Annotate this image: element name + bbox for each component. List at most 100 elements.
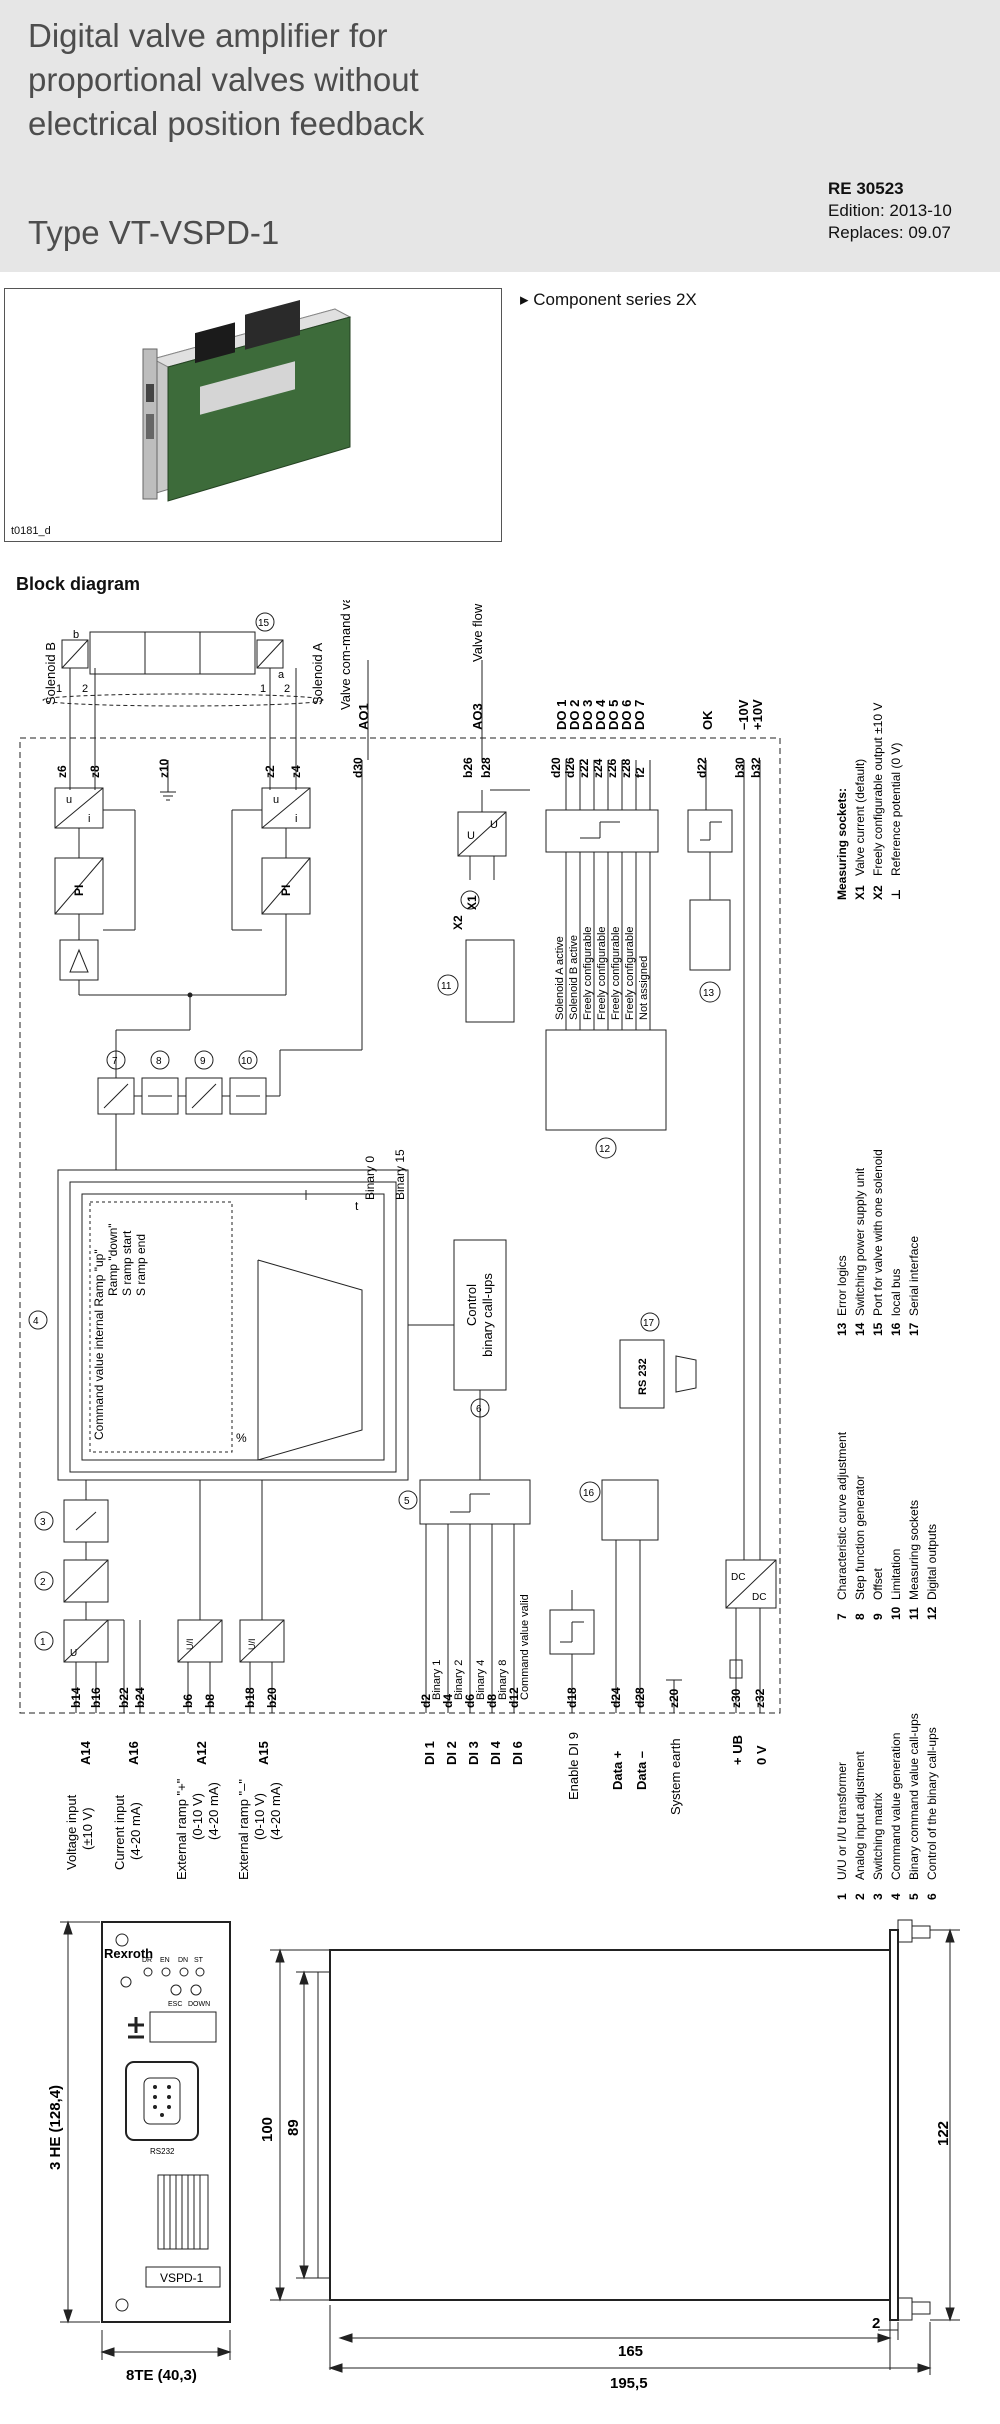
- legend-6: Control of the binary call-ups: [925, 1727, 939, 1880]
- iu-label-2: U/I: [247, 1638, 257, 1650]
- legend-num-1: 1: [835, 1893, 849, 1900]
- pin-z28: z28: [619, 758, 633, 778]
- legend-9: Offset: [871, 1568, 885, 1600]
- legend: U/U or I/U transformer Analog input adju…: [835, 703, 939, 1900]
- ramp-line-3: S ramp start: [120, 1230, 134, 1296]
- title-line-1: Digital valve amplifier for: [28, 17, 388, 54]
- data-minus: Data –: [634, 1751, 649, 1790]
- wire-2-a: 2: [284, 683, 290, 695]
- circle-12: 12: [599, 1144, 611, 1155]
- pin-d4: d4: [441, 1694, 455, 1708]
- ext-ramp-minus-1: External ramp "–": [236, 1779, 251, 1880]
- pin-b14: b14: [69, 1687, 83, 1708]
- circle-16: 16: [583, 1488, 595, 1499]
- panel-height-label: 3 HE (128,4): [47, 2085, 64, 2170]
- ramp-line-4: S ramp end: [134, 1234, 148, 1296]
- label-ao1: AO1: [356, 703, 371, 730]
- circle-7: 7: [112, 1056, 118, 1067]
- pin-z6: z6: [55, 765, 69, 778]
- page-title: Digital valve amplifier for proportional…: [28, 14, 648, 146]
- binary-label-4: Binary 8: [497, 1660, 509, 1700]
- do-func-2: Solenoid B active: [568, 935, 580, 1020]
- pin-d6: d6: [463, 1694, 477, 1708]
- iu-u: U: [70, 1648, 77, 1659]
- error-logic-block: [687, 760, 761, 1560]
- valve-a: a: [278, 669, 285, 681]
- di-2: DI 2: [444, 1741, 459, 1765]
- panel-brand: Rexroth: [104, 1946, 153, 1961]
- legend-num-11: 11: [907, 1607, 921, 1620]
- circle-13: 13: [703, 988, 715, 999]
- enable-di9: Enable DI 9: [566, 1732, 581, 1800]
- label-valve-command: Valve com-mand value: [338, 600, 353, 710]
- data-plus: Data +: [610, 1750, 625, 1790]
- legend-4: Command value generation: [889, 1733, 903, 1880]
- legend-num-13: 13: [835, 1322, 849, 1336]
- title-line-3: electrical position feedback: [28, 105, 425, 142]
- legend-13: Error logics: [835, 1255, 849, 1316]
- pin-z26: z26: [605, 758, 619, 778]
- pin-d2: d2: [419, 1694, 433, 1708]
- voltage-input-2: (±10 V): [80, 1807, 95, 1850]
- legend-1: U/U or I/U transformer: [835, 1762, 849, 1880]
- product-photo: t0181_d: [4, 288, 502, 542]
- label-do1: DO 1: [554, 700, 569, 730]
- led-dn: DN: [178, 1957, 188, 1964]
- legend-num-14: 14: [853, 1322, 867, 1336]
- do-func-3: Freely configurable: [582, 926, 594, 1020]
- circle-1: 1: [40, 1637, 46, 1648]
- di-3: DI 3: [466, 1741, 481, 1765]
- circle-17: 17: [643, 1318, 655, 1329]
- label-a15: A15: [256, 1741, 271, 1765]
- photo-caption: t0181_d: [11, 525, 51, 537]
- current-input-2: (4-20 mA): [128, 1802, 143, 1860]
- label-ub: + UB: [730, 1735, 745, 1765]
- panel-connector-label: RS232: [150, 2147, 175, 2156]
- doc-number: RE 30523: [828, 179, 904, 198]
- panel-width-label: 8TE (40,3): [126, 2367, 197, 2384]
- pin-d8: d8: [485, 1694, 499, 1708]
- ramp-line-2: Ramp "down": [106, 1223, 120, 1296]
- legend-num-x1: X1: [853, 885, 867, 900]
- legend-num-8: 8: [853, 1613, 867, 1620]
- axis-pct: %: [236, 1431, 247, 1445]
- pin-b22: b22: [117, 1687, 131, 1708]
- block-diagram: Solenoid B Solenoid A Valve com-mand val…: [19, 600, 939, 1900]
- label-do6: DO 6: [619, 700, 634, 730]
- legend-num-7: 7: [835, 1613, 849, 1620]
- circle-5: 5: [404, 1496, 410, 1507]
- pi-a: PI: [279, 885, 293, 896]
- input-stages: [34, 1480, 285, 1713]
- dim-195-5: 195,5: [610, 2375, 648, 2392]
- label-solenoid-b: Solenoid B: [43, 642, 58, 705]
- digital-outputs-block: [545, 760, 667, 1159]
- legend-num-x2: X2: [871, 885, 885, 900]
- circle-8: 8: [156, 1056, 162, 1067]
- pin-z32: z32: [753, 1688, 767, 1708]
- legend-num-ref: ⊥: [889, 889, 903, 900]
- control-binary-1: Control: [464, 1284, 479, 1326]
- legend-11: Measuring sockets: [907, 1500, 921, 1600]
- pin-b16: b16: [89, 1687, 103, 1708]
- label-a14: A14: [78, 1740, 93, 1765]
- pin-b24: b24: [133, 1687, 147, 1708]
- control-binary-2: binary call-ups: [480, 1273, 495, 1357]
- led-dr: DR: [142, 1957, 152, 1964]
- legend-10: Limitation: [889, 1549, 903, 1600]
- pin-b32: b32: [749, 757, 763, 778]
- document-meta: RE 30523 Edition: 2013-10 Replaces: 09.0…: [828, 178, 952, 244]
- label-0v: 0 V: [754, 1745, 769, 1765]
- legend-12: Digital outputs: [925, 1524, 939, 1600]
- legend-num-3: 3: [871, 1893, 885, 1900]
- pin-b8: b8: [203, 1694, 217, 1708]
- side-view: [317, 1919, 931, 2321]
- legend-x1: Valve current (default): [853, 759, 867, 876]
- system-earth: System earth: [668, 1738, 683, 1815]
- legend-num-4: 4: [889, 1893, 903, 1900]
- ext-ramp-plus-1: External ramp "+": [174, 1778, 189, 1880]
- label-ok: OK: [700, 710, 715, 730]
- pin-b28: b28: [479, 757, 493, 778]
- key-down: DOWN: [188, 2001, 210, 2008]
- circle-3: 3: [40, 1517, 46, 1528]
- uu-u1: U: [467, 830, 475, 842]
